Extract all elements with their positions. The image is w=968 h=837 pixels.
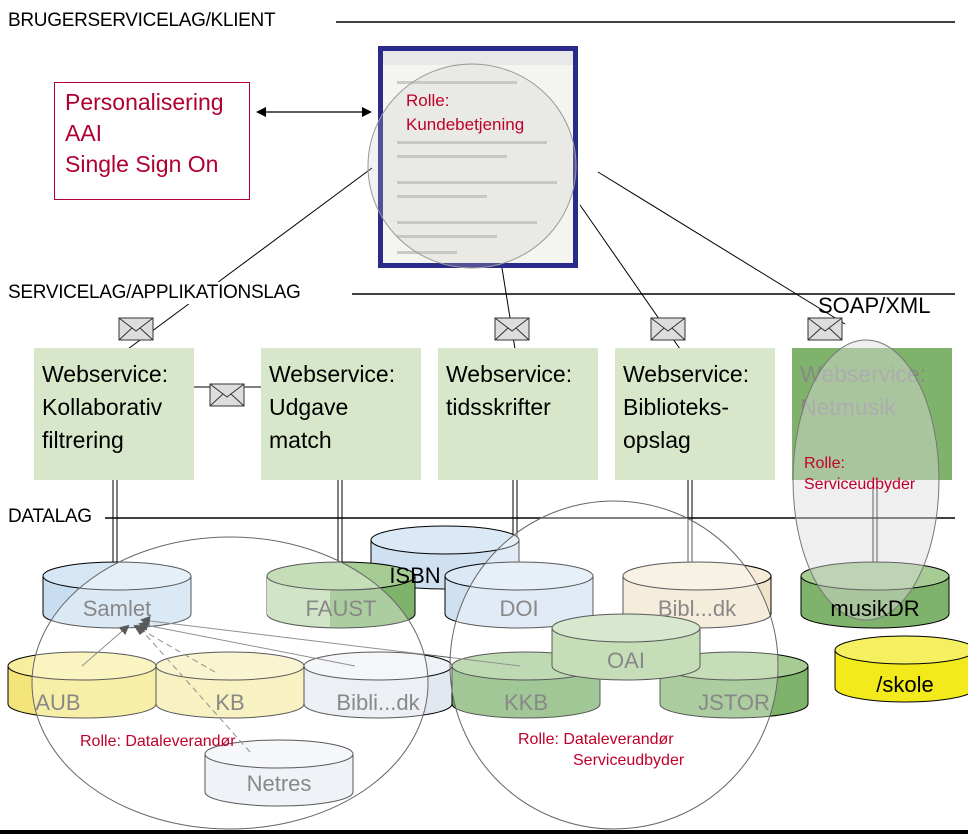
webservice-udgave-match: Webservice: Udgave match xyxy=(261,348,421,480)
data-role-right-1: Rolle: Dataleverandør xyxy=(518,731,674,748)
ws-title: Webservice: xyxy=(42,361,169,387)
aai-line: AAI xyxy=(65,120,103,146)
ws-name: Netmusik xyxy=(800,394,896,420)
line-netmusik xyxy=(597,171,846,325)
data-role-left: Rolle: Dataleverandør xyxy=(80,733,236,750)
db-kb-label: KB xyxy=(215,690,245,715)
data-role-right-2: Serviceudbyder xyxy=(573,752,685,769)
db-bibl-top-label: Bibl...dk xyxy=(657,596,737,621)
ws-name: match xyxy=(269,427,332,453)
ws-name: opslag xyxy=(623,427,691,453)
client-role-title: Rolle: xyxy=(406,91,450,110)
db-kkb-label: KKB xyxy=(503,690,549,715)
data-layer-label: DATALAG xyxy=(8,506,98,528)
db-isbn-label: ISBN xyxy=(389,563,441,588)
line-biblioteksopslag xyxy=(579,204,681,350)
client-layer-label: BRUGERSERVICELAG/KLIENT xyxy=(8,10,282,32)
webservice-kollaborativ-filtrering: Webservice: Kollaborativ filtrering xyxy=(34,348,194,480)
db-jstor-label: JSTOR xyxy=(698,690,770,715)
line-kollaborativ xyxy=(127,167,373,350)
personalization-line: Personalisering xyxy=(65,89,224,115)
service-role-name: Serviceudbyder xyxy=(804,476,916,493)
ws-name: Biblioteks- xyxy=(623,394,730,420)
db-aub-label: AUB xyxy=(35,690,81,715)
ws-title: Webservice: xyxy=(800,361,927,387)
service-layer-label: SERVICELAG/APPLIKATIONSLAG xyxy=(8,282,307,304)
service-role-title: Rolle: xyxy=(804,455,845,472)
ws-name: Udgave xyxy=(269,394,349,420)
webservice-biblioteksopslag: Webservice: Biblioteks- opslag xyxy=(615,348,775,480)
webservice-tidsskrifter: Webservice: tidsskrifter xyxy=(438,348,598,480)
db-musikdr-label: musikDR xyxy=(830,596,920,621)
sso-line: Single Sign On xyxy=(65,151,219,177)
db-samlet-label: Samlet xyxy=(82,596,152,621)
ws-name: Kollaborativ xyxy=(42,394,163,420)
db-netres-label: Netres xyxy=(246,771,312,796)
ws-name: filtrering xyxy=(42,427,124,453)
line-tidsskrifter xyxy=(501,267,516,350)
db-doi-label: DOI xyxy=(499,596,539,621)
ws-name: tidsskrifter xyxy=(446,394,551,420)
client-role-name: Kundebetjening xyxy=(406,115,525,134)
db-bibli-bottom-label: Bibli...dk xyxy=(336,690,420,715)
soap-xml-label: SOAP/XML xyxy=(818,293,931,318)
service-db-connectors xyxy=(112,480,878,590)
ws-title: Webservice: xyxy=(446,361,573,387)
db-faust-label: FAUST xyxy=(305,596,377,621)
personalization-box: Personalisering AAI Single Sign On xyxy=(54,82,250,200)
ws-title: Webservice: xyxy=(269,361,396,387)
db-oai-label: OAI xyxy=(607,648,645,673)
screenshot-thumbnail xyxy=(378,46,578,268)
db-skole-label: /skole xyxy=(876,672,934,697)
ws-title: Webservice: xyxy=(623,361,750,387)
